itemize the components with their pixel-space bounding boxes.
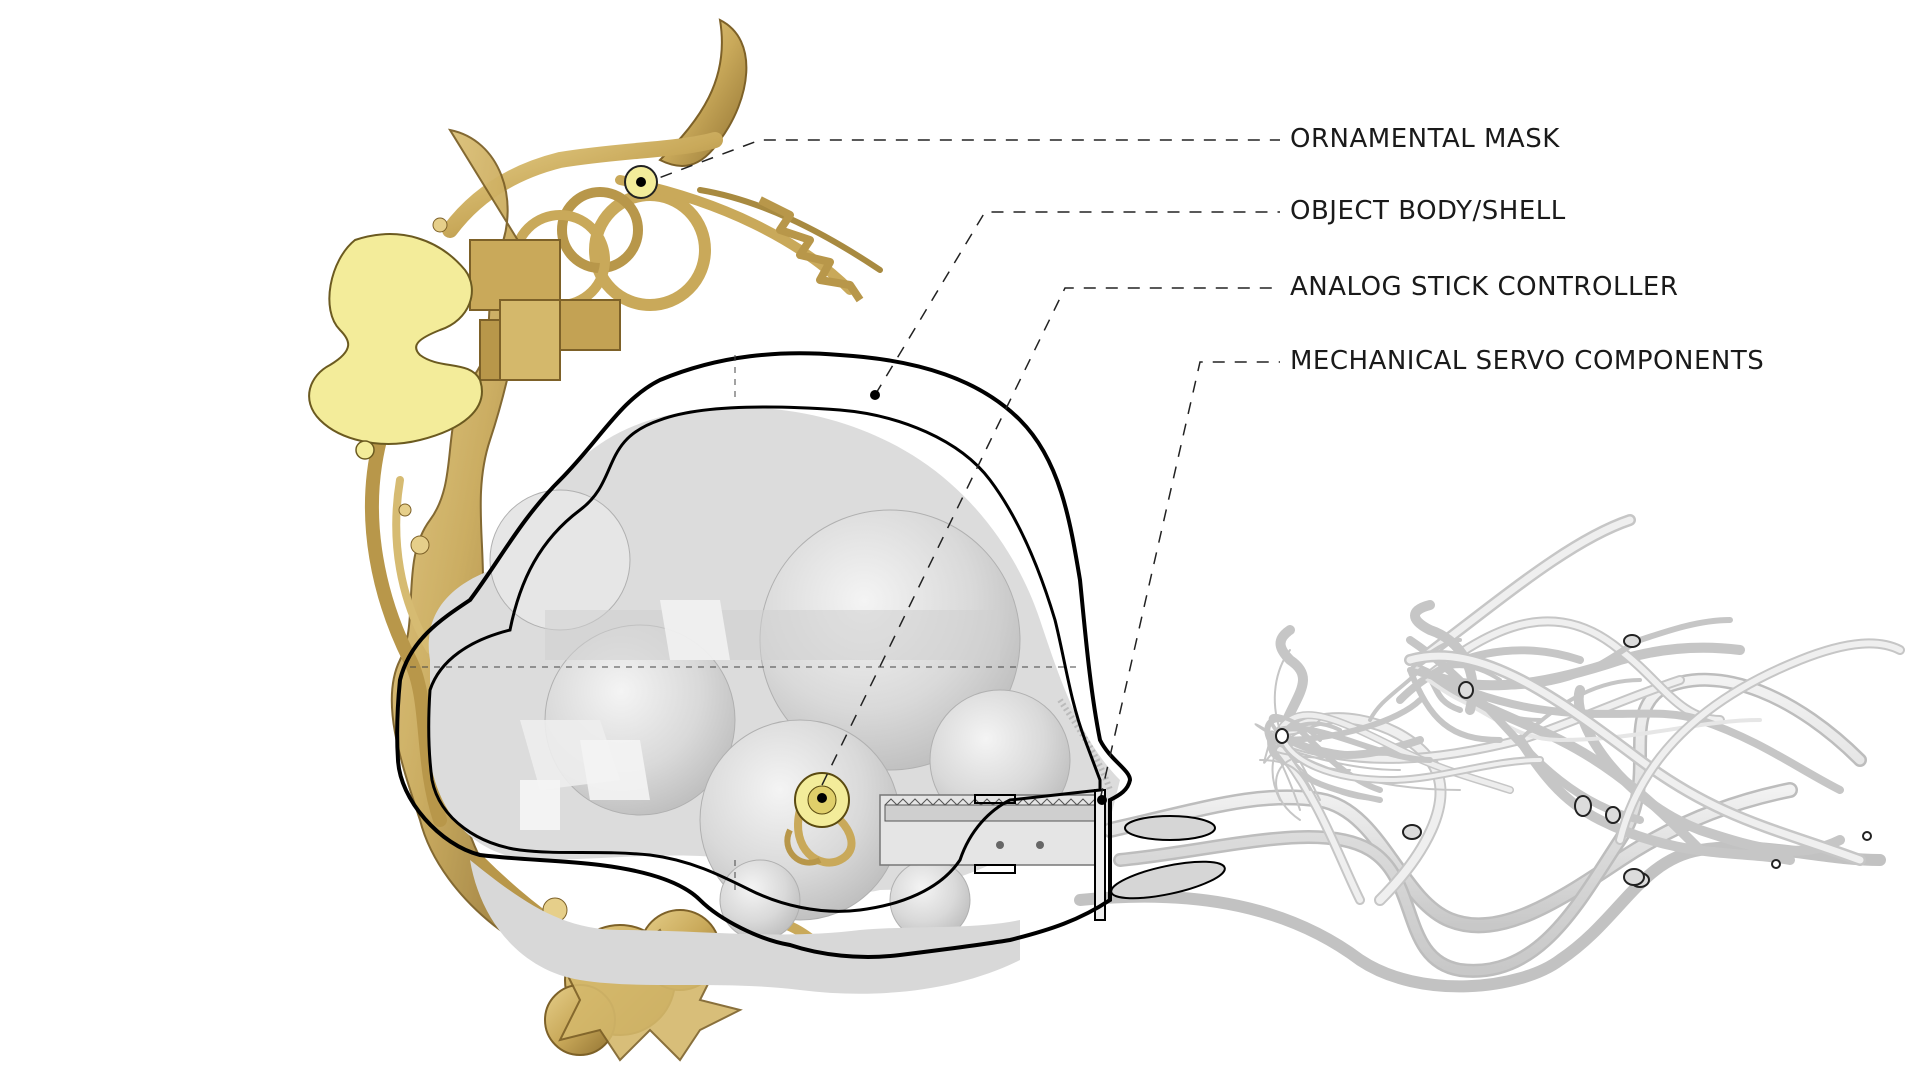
cable-bundle — [1080, 520, 1900, 986]
leader-mechanical-servo — [1100, 362, 1280, 800]
callout-label-object-body-shell: OBJECT BODY/SHELL — [1290, 196, 1566, 226]
callout-label-analog-stick-controller: ANALOG STICK CONTROLLER — [1290, 272, 1678, 302]
marker-dot-icon — [1097, 795, 1107, 805]
marker-dot-icon — [817, 793, 827, 803]
marker-dot-icon — [636, 177, 646, 187]
marker-dot-icon — [870, 390, 880, 400]
leader-ornamental-mask — [640, 140, 1280, 185]
leader-object-body-shell — [875, 212, 1280, 395]
callout-label-ornamental-mask: ORNAMENTAL MASK — [1290, 124, 1560, 154]
callout-label-mechanical-servo-components: MECHANICAL SERVO COMPONENTS — [1290, 346, 1764, 376]
